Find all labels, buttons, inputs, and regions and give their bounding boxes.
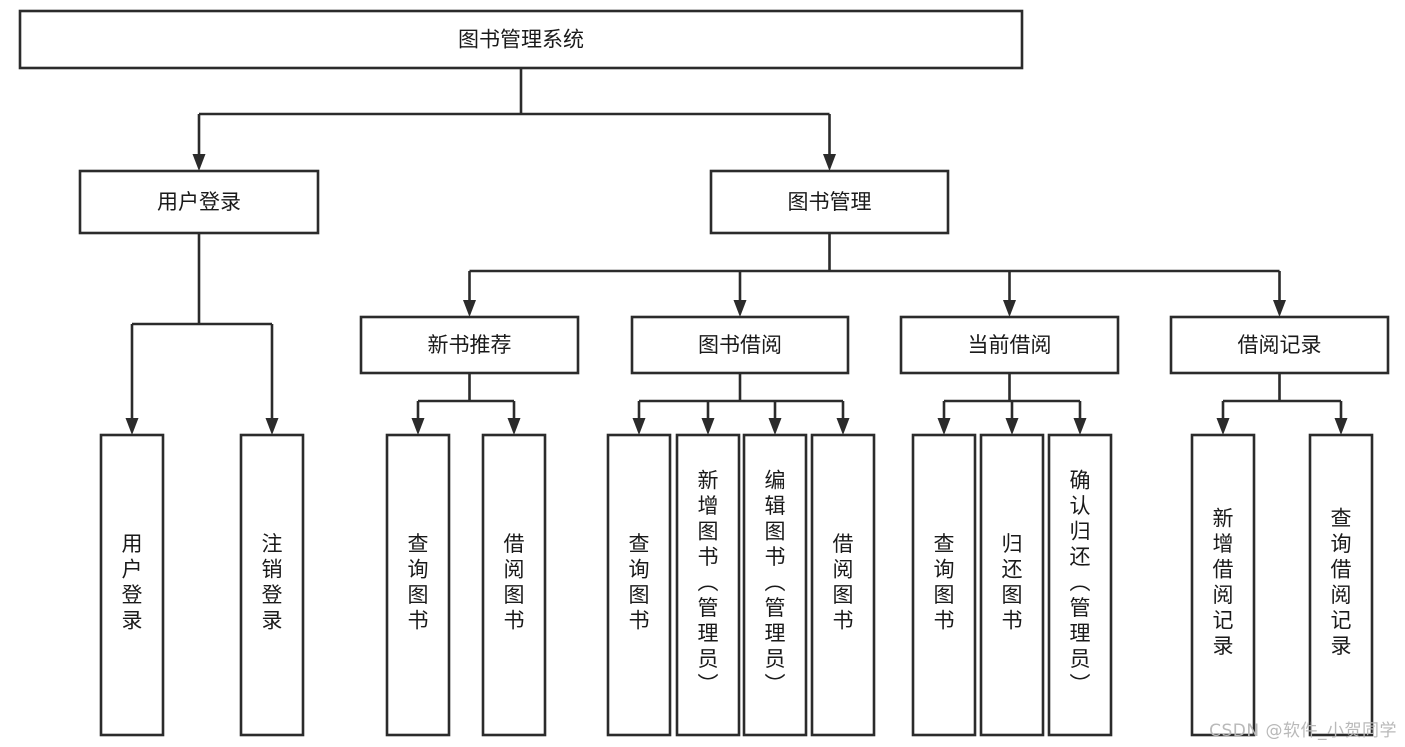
arrowhead-icon xyxy=(463,300,476,317)
node-label: 图书管理系统 xyxy=(458,28,584,52)
arrowhead-icon xyxy=(1003,300,1016,317)
node-label-vertical: 借阅图书 xyxy=(833,532,854,633)
node-box xyxy=(709,169,950,235)
arrowhead-icon xyxy=(1273,300,1286,317)
arrowhead-icon xyxy=(507,418,521,435)
node-box xyxy=(675,433,741,737)
arrowhead-icon xyxy=(823,154,836,171)
arrowhead-icon xyxy=(1005,418,1019,435)
node-label: 新书推荐 xyxy=(428,333,512,357)
node-box xyxy=(1190,433,1256,737)
connector-layer xyxy=(125,68,1348,435)
arrowhead-icon xyxy=(411,418,425,435)
node-box xyxy=(481,433,547,737)
node-leaf[interactable]: 编辑图书︵管理员︶ xyxy=(742,433,808,737)
node-leaf[interactable]: 确认归还︵管理员︶ xyxy=(1047,433,1113,737)
node-leaf[interactable]: 查询借阅记录 xyxy=(1308,433,1374,737)
watermark-text: CSDN @软件_小贺同学 xyxy=(1209,721,1397,741)
node-label: 图书借阅 xyxy=(698,333,782,357)
arrowhead-icon xyxy=(836,418,850,435)
node-box xyxy=(742,433,808,737)
node-leaf[interactable]: 借阅图书 xyxy=(810,433,876,737)
node-new-book-recommend[interactable]: 新书推荐 xyxy=(359,315,580,375)
node-current-borrow[interactable]: 当前借阅 xyxy=(899,315,1120,375)
node-borrow-history[interactable]: 借阅记录 xyxy=(1169,315,1390,375)
arrowhead-icon xyxy=(632,418,646,435)
node-book-management[interactable]: 图书管理 xyxy=(709,169,950,235)
node-label-vertical: 借阅图书 xyxy=(504,532,525,633)
node-box xyxy=(1047,433,1113,737)
node-root-system[interactable]: 图书管理系统 xyxy=(18,9,1024,70)
arrowhead-icon xyxy=(1216,418,1230,435)
node-leaf[interactable]: 查询图书 xyxy=(911,433,977,737)
node-label-vertical: 用户登录 xyxy=(122,532,143,633)
node-box xyxy=(606,433,672,737)
arrowhead-icon xyxy=(265,418,279,435)
node-layer: 图书管理系统用户登录图书管理新书推荐图书借阅当前借阅借阅记录用户登录注销登录查询… xyxy=(18,9,1390,737)
node-label-vertical: 确认归还︵管理员︶ xyxy=(1070,468,1091,696)
node-leaf[interactable]: 查询图书 xyxy=(385,433,451,737)
arrowhead-icon xyxy=(768,418,782,435)
node-box xyxy=(385,433,451,737)
arrowhead-icon xyxy=(733,300,747,317)
node-box xyxy=(78,169,320,235)
node-label-vertical: 归还图书 xyxy=(1002,532,1023,633)
node-label: 当前借阅 xyxy=(968,333,1052,357)
node-leaf[interactable]: 借阅图书 xyxy=(481,433,547,737)
node-label-vertical: 查询图书 xyxy=(629,532,650,633)
node-label-vertical: 新增图书︵管理员︶ xyxy=(698,468,719,696)
node-label-vertical: 编辑图书︵管理员︶ xyxy=(765,468,786,696)
node-label: 用户登录 xyxy=(157,190,241,214)
node-label-vertical: 查询图书 xyxy=(934,532,955,633)
node-user-login[interactable]: 用户登录 xyxy=(78,169,320,235)
node-leaf[interactable]: 注销登录 xyxy=(239,433,305,737)
node-label-vertical: 注销登录 xyxy=(262,532,283,633)
node-box xyxy=(630,315,850,375)
node-box xyxy=(18,9,1024,70)
node-label-vertical: 查询借阅记录 xyxy=(1331,507,1352,659)
node-book-borrow[interactable]: 图书借阅 xyxy=(630,315,850,375)
arrowhead-icon xyxy=(701,418,715,435)
node-box xyxy=(359,315,580,375)
node-label: 借阅记录 xyxy=(1238,333,1322,357)
arrowhead-icon xyxy=(937,418,951,435)
node-box xyxy=(99,433,165,737)
node-box xyxy=(1169,315,1390,375)
node-leaf[interactable]: 新增借阅记录 xyxy=(1190,433,1256,737)
arrowhead-icon xyxy=(1073,418,1087,435)
node-box xyxy=(239,433,305,737)
node-box xyxy=(1308,433,1374,737)
node-box xyxy=(899,315,1120,375)
node-box xyxy=(979,433,1045,737)
node-label: 图书管理 xyxy=(788,190,872,214)
node-box xyxy=(911,433,977,737)
node-label-vertical: 新增借阅记录 xyxy=(1213,507,1234,659)
node-box xyxy=(810,433,876,737)
node-leaf[interactable]: 用户登录 xyxy=(99,433,165,737)
arrowhead-icon xyxy=(125,418,139,435)
arrowhead-icon xyxy=(192,154,206,171)
node-leaf[interactable]: 新增图书︵管理员︶ xyxy=(675,433,741,737)
node-leaf[interactable]: 查询图书 xyxy=(606,433,672,737)
node-label-vertical: 查询图书 xyxy=(408,532,429,633)
arrowhead-icon xyxy=(1334,418,1348,435)
node-leaf[interactable]: 归还图书 xyxy=(979,433,1045,737)
